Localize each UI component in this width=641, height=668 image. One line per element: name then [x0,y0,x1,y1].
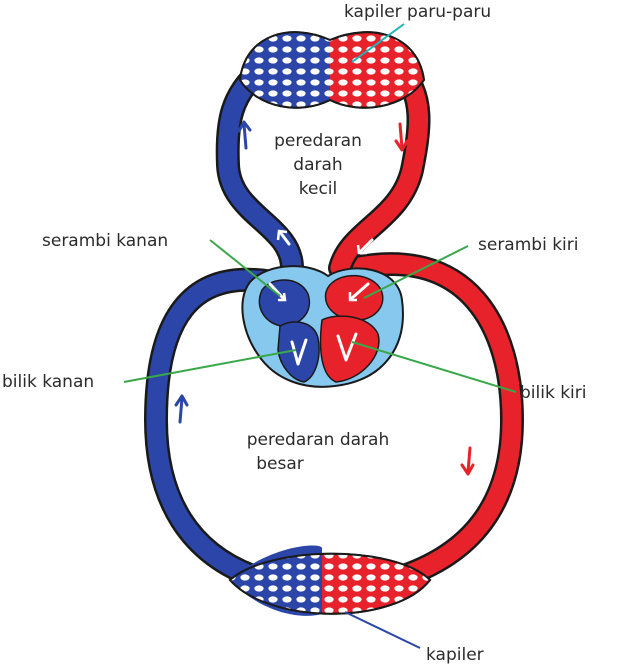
flow-arrow-pulmonary-artery [278,230,291,246]
label-right-atrium: serambi kanan [42,231,168,251]
label-capillaries: kapiler [426,645,484,665]
label-pulmonary-circulation-1: peredaran [274,131,362,151]
right-atrium-chamber [258,279,311,327]
systemic-loop [143,252,525,590]
pulmonary-loop [215,58,431,280]
label-pulmonary-circulation-2: darah [293,155,342,175]
label-pulmonary-circulation-3: kecil [299,179,338,199]
heart [241,265,404,388]
leader-line-right-atrium [209,239,281,297]
leader-line-left-atrium [363,245,469,299]
label-systemic-circulation-1: peredaran darah [247,430,390,450]
flow-arrow-right-atrium [268,282,285,300]
flow-arrow-right-ventricle [290,338,308,366]
leader-line-capillaries [344,611,421,649]
down-arrow-red-small-loop [394,122,409,152]
label-systemic-circulation-2: besar [256,454,304,474]
leader-line-left-ventricle [351,341,517,393]
up-arrow-blue-small-loop [237,120,252,150]
lung-capillary-bed [238,31,426,109]
leader-line-lung-capillaries [351,23,405,63]
right-ventricle-chamber [277,321,320,383]
body-capillary-bed [228,545,432,616]
leader-line-right-ventricle [123,349,297,383]
up-arrow-blue-large-loop [174,394,189,424]
label-lung-capillaries: kapiler paru-paru [344,2,491,22]
label-left-atrium: serambi kiri [478,235,578,255]
down-arrow-red-large-loop [460,446,475,476]
flow-arrow-pulmonary-vein [358,238,374,254]
flow-arrow-left-atrium [350,282,370,300]
label-left-ventricle: bilik kiri [520,383,587,403]
label-right-ventricle: bilik kanan [2,372,94,392]
